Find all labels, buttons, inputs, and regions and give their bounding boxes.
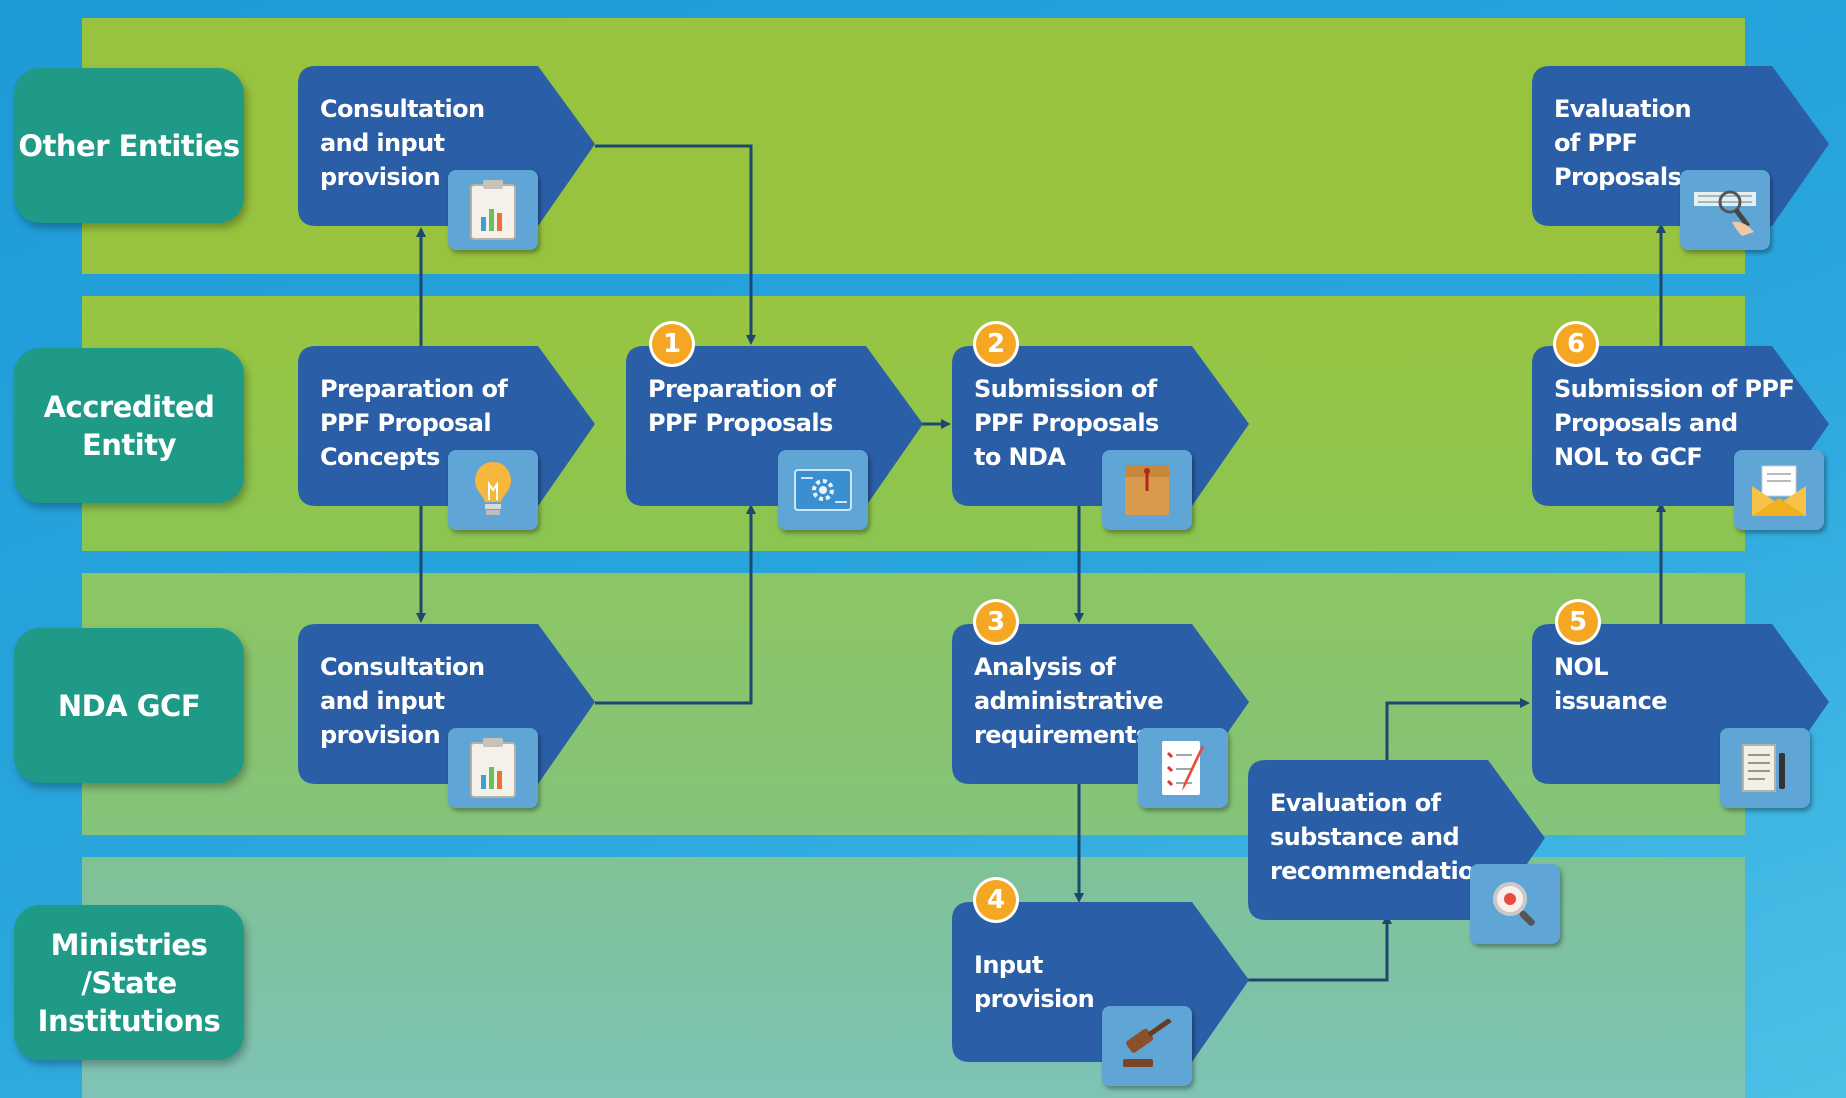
step-3-analysis: 3 Analysis of administrative requirement… bbox=[952, 602, 1252, 808]
step-badge: 5 bbox=[1558, 602, 1598, 642]
lightbulb-icon bbox=[448, 450, 538, 530]
lane-label-nda-gcf: NDA GCF bbox=[14, 628, 244, 783]
open-envelope-icon bbox=[1734, 450, 1824, 530]
step-badge: 2 bbox=[976, 324, 1016, 364]
lane-label-ministries: Ministries /State Institutions bbox=[14, 905, 244, 1060]
step-badge: 6 bbox=[1556, 324, 1596, 364]
step-text: Submission of PPF Proposals and NOL to G… bbox=[1554, 375, 1795, 471]
checklist-pencil-icon bbox=[1138, 728, 1228, 808]
step-text: Preparation of PPF Proposals bbox=[648, 375, 836, 437]
step-6-submission-to-gcf: 6 Submission of PPF Proposals and NOL to… bbox=[1532, 324, 1832, 530]
step-5-nol-issuance: 5 NOL issuance bbox=[1532, 602, 1832, 808]
step-text: NOL issuance bbox=[1554, 653, 1667, 715]
envelope-folder-icon bbox=[1102, 450, 1192, 530]
step-consultation-other: Consultation and input provision bbox=[298, 66, 598, 250]
step-text: Consultation and input provision bbox=[320, 653, 485, 749]
step-consultation-nda: Consultation and input provision bbox=[298, 624, 598, 808]
step-text: Input provision bbox=[974, 951, 1095, 1013]
document-pen-icon bbox=[1720, 728, 1810, 808]
step-text: Submission of PPF Proposals to NDA bbox=[974, 375, 1159, 471]
gavel-icon bbox=[1102, 1006, 1192, 1086]
step-preparation-concepts: Preparation of PPF Proposal Concepts bbox=[298, 346, 598, 530]
clipboard-chart-icon bbox=[448, 170, 538, 250]
step-text: Analysis of administrative requirements bbox=[974, 653, 1164, 749]
blueprint-gear-icon bbox=[778, 450, 868, 530]
step-badge: 3 bbox=[976, 602, 1016, 642]
lane-label-accredited-entity: Accredited Entity bbox=[14, 348, 244, 503]
step-text: Evaluation of substance and recommendati… bbox=[1270, 789, 1505, 885]
step-4-input-provision: 4 Input provision bbox=[952, 880, 1252, 1086]
step-2-submission-to-nda: 2 Submission of PPF Proposals to NDA bbox=[952, 324, 1252, 530]
magnifier-icon bbox=[1470, 864, 1560, 944]
magnifier-hand-icon bbox=[1680, 170, 1770, 250]
step-text: Preparation of PPF Proposal Concepts bbox=[320, 375, 508, 471]
step-text: Consultation and input provision bbox=[320, 95, 485, 191]
lane-label-other-entities: Other Entities bbox=[14, 68, 244, 223]
step-1-preparation-proposals: 1 Preparation of PPF Proposals bbox=[626, 324, 926, 530]
clipboard-chart-icon bbox=[448, 728, 538, 808]
step-evaluation-substance: Evaluation of substance and recommendati… bbox=[1248, 760, 1560, 944]
step-evaluation-ppf: Evaluation of PPF Proposals bbox=[1532, 66, 1832, 250]
step-badge: 1 bbox=[652, 324, 692, 364]
step-text: Evaluation of PPF Proposals bbox=[1554, 95, 1692, 191]
step-badge: 4 bbox=[976, 880, 1016, 920]
